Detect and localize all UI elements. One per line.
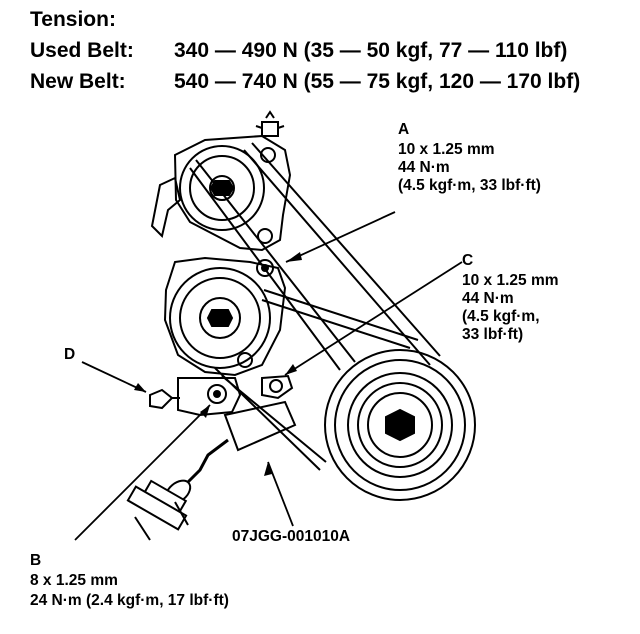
leader-c [284, 261, 463, 376]
top-bolt [261, 121, 279, 137]
callout-b-torque: 24 N·m (2.4 kgf·m, 17 lbf·ft) [30, 592, 229, 609]
leader-d [81, 361, 147, 393]
new-belt-value: 540 — 740 N (55 — 75 kgf, 120 — 170 lbf) [174, 70, 581, 93]
callout-c-torque-alt-1: (4.5 kgf·m, [462, 308, 540, 325]
callout-a-torque-alt: (4.5 kgf·m, 33 lbf·ft) [398, 177, 541, 194]
special-tool [223, 400, 297, 452]
tension-title: Tension: [30, 8, 116, 31]
callout-b-letter: B [30, 552, 42, 569]
new-belt-label: New Belt: [30, 70, 126, 93]
upper-pulley [179, 145, 265, 231]
drive-belt [189, 159, 356, 371]
tool-part-number: 07JGG-001010A [232, 528, 351, 545]
upper-bracket-arm [150, 176, 182, 238]
tensioner-nut [206, 309, 234, 327]
used-belt-value: 340 — 490 N (35 — 50 kgf, 77 — 110 lbf) [174, 39, 568, 62]
bolt-d-wingnut [149, 388, 174, 410]
leader-a [285, 211, 396, 263]
crank-pulley [324, 349, 476, 501]
bolt-c-head [256, 259, 274, 277]
callout-c-torque-alt-2: 33 lbf·ft) [462, 326, 524, 343]
callout-c-letter: C [462, 252, 474, 269]
callout-c-size: 10 x 1.25 mm [462, 272, 559, 289]
callout-a-size: 10 x 1.25 mm [398, 141, 495, 158]
callout-d-letter: D [64, 346, 76, 363]
crank-bolt [385, 408, 415, 442]
tensioner-pulley [169, 267, 271, 369]
tensioner-bracket [163, 256, 287, 377]
leader-tool [267, 461, 294, 527]
callout-b-size: 8 x 1.25 mm [30, 572, 118, 589]
lower-bracket [177, 377, 242, 417]
callout-a-letter: A [398, 121, 410, 138]
used-belt-label: Used Belt: [30, 39, 134, 62]
callout-a-torque: 44 N·m [398, 159, 450, 176]
leader-b [74, 404, 211, 541]
callout-c-torque: 44 N·m [462, 290, 514, 307]
bolt-b-head [207, 384, 227, 404]
